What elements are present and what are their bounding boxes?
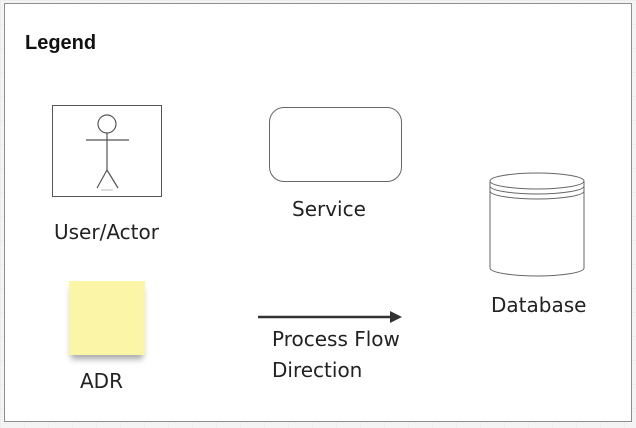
adr-sticky-note[interactable] xyxy=(69,281,145,355)
actor-label: User/Actor xyxy=(54,220,159,244)
actor-shape[interactable] xyxy=(52,105,162,197)
stick-figure-icon xyxy=(86,114,129,191)
process-flow-label-line2: Direction xyxy=(272,358,363,382)
arrow-right-icon[interactable] xyxy=(256,309,406,325)
process-flow-label: Process Flow Direction xyxy=(272,324,400,386)
database-label: Database xyxy=(491,293,587,317)
process-flow-label-line1: Process Flow xyxy=(272,327,400,351)
legend-title: Legend xyxy=(25,32,97,54)
adr-label: ADR xyxy=(80,369,123,393)
database-cylinder-icon[interactable] xyxy=(488,171,586,279)
service-label: Service xyxy=(292,197,366,221)
service-shape[interactable] xyxy=(269,107,402,182)
